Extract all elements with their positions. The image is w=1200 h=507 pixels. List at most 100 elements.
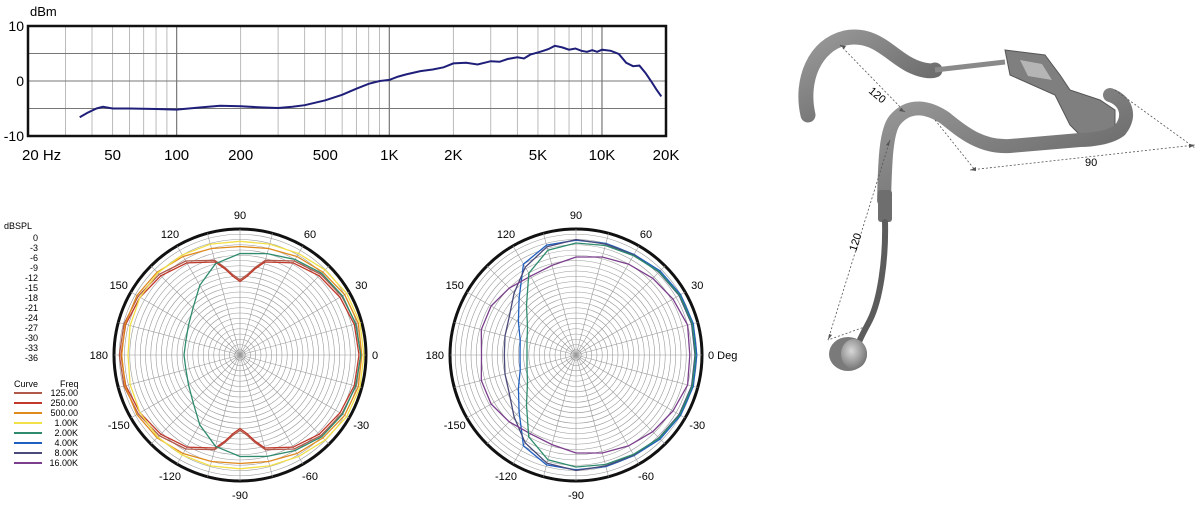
y-tick-label: -10 bbox=[4, 128, 24, 144]
polar-angle-label: 120 bbox=[161, 229, 179, 241]
polar-curve bbox=[183, 252, 362, 458]
headband-wire bbox=[934, 59, 1006, 73]
polar-chart-low: dBSPL 0-3-6-9-12-15-18-21-24-27-30-33-36… bbox=[0, 205, 401, 502]
y-tick-label: 0 bbox=[16, 73, 24, 89]
legend-label: 500.00 bbox=[50, 408, 78, 418]
polar-spoke bbox=[575, 245, 640, 356]
polar-spoke bbox=[130, 291, 241, 356]
radial-tick-label: -27 bbox=[25, 323, 38, 333]
polar-curve bbox=[118, 259, 362, 451]
polar-spoke bbox=[130, 354, 241, 419]
polar-curve bbox=[120, 261, 360, 449]
polar-grid bbox=[448, 227, 704, 483]
x-tick-label: 200 bbox=[228, 147, 253, 164]
polar-spoke bbox=[575, 354, 686, 419]
dimension-arrows bbox=[828, 45, 1195, 340]
polar-spoke bbox=[575, 354, 609, 477]
polar-spoke bbox=[207, 233, 241, 356]
polar-angle-label: 30 bbox=[355, 280, 367, 292]
polar-spoke bbox=[454, 354, 577, 388]
frequency-grid bbox=[28, 26, 666, 136]
x-tick-label: 20 Hz bbox=[22, 147, 61, 164]
polar-angle-label: -120 bbox=[495, 471, 517, 483]
radial-tick-label: -21 bbox=[25, 303, 38, 313]
polar-spoke bbox=[176, 354, 241, 465]
polar-angle-label: 150 bbox=[110, 280, 128, 292]
radial-tick-label: -6 bbox=[30, 253, 38, 263]
polar-spoke bbox=[575, 354, 640, 465]
x-tick-label: 50 bbox=[104, 147, 121, 164]
polar-angle-label: 90 bbox=[234, 210, 246, 222]
polar-angle-label: 150 bbox=[446, 280, 464, 292]
y-tick-labels: 100-10 bbox=[4, 18, 24, 144]
polar-angle-label: 60 bbox=[304, 229, 316, 241]
radial-tick-label: -24 bbox=[25, 313, 38, 323]
radial-tick-label: 0 bbox=[33, 233, 38, 243]
polar-angle-label: 180 bbox=[90, 350, 108, 362]
dimension-boom: 120 bbox=[847, 232, 864, 253]
polar-curve bbox=[121, 245, 363, 465]
polar-angle-label: -90 bbox=[568, 490, 584, 502]
polar-grid bbox=[112, 227, 368, 483]
polar-curve bbox=[127, 240, 365, 470]
polar-spoke bbox=[150, 265, 241, 356]
polar-low-svg: dBSPL 0-3-6-9-12-15-18-21-24-27-30-33-36… bbox=[4, 210, 401, 502]
dimension-ear-hook: 120 bbox=[866, 85, 888, 106]
polar-angle-label: -120 bbox=[159, 471, 181, 483]
polar-spoke bbox=[239, 322, 362, 356]
radial-tick-label: -30 bbox=[25, 333, 38, 343]
x-tick-label: 500 bbox=[313, 147, 338, 164]
legend-label: 16.00K bbox=[49, 458, 78, 468]
polar-angle-label: -150 bbox=[108, 420, 130, 432]
polar-spoke bbox=[118, 322, 241, 356]
polar-spoke bbox=[575, 354, 666, 445]
polar-spoke bbox=[486, 354, 577, 445]
legend-header-curve: Curve bbox=[14, 379, 38, 389]
polar-spoke bbox=[486, 265, 577, 356]
polar-spoke bbox=[575, 265, 666, 356]
adjuster-slider bbox=[1004, 49, 1116, 146]
x-tick-label: 100 bbox=[164, 147, 189, 164]
polar-angle-label: 30 bbox=[691, 280, 703, 292]
polar-spoke bbox=[239, 354, 350, 419]
response-curve bbox=[79, 44, 663, 119]
legend-label: 8.00K bbox=[54, 448, 78, 458]
polar-spoke bbox=[176, 245, 241, 356]
radial-tick-labels: 0-3-6-9-12-15-18-21-24-27-30-33-36 bbox=[25, 233, 38, 363]
polar-curve bbox=[480, 256, 691, 454]
polar-spoke bbox=[150, 354, 241, 445]
polar-spoke bbox=[239, 354, 330, 445]
radial-tick-label: -36 bbox=[25, 353, 38, 363]
polar-spoke bbox=[512, 245, 577, 356]
boom-connector bbox=[878, 190, 892, 222]
polar-angle-label: -60 bbox=[302, 471, 318, 483]
polar-angle-label: -30 bbox=[689, 420, 705, 432]
plot-frame bbox=[26, 24, 668, 138]
headset-drawing: 120 90 120 bbox=[798, 29, 1196, 371]
polar-curves bbox=[480, 238, 698, 472]
polar-angle-label: 90 bbox=[570, 210, 582, 222]
polar-spoke bbox=[512, 354, 577, 465]
polar-spoke bbox=[239, 265, 330, 356]
legend-label: 250.00 bbox=[50, 398, 78, 408]
legend-label: 2.00K bbox=[54, 428, 78, 438]
dimension-width: 90 bbox=[1085, 157, 1097, 169]
radial-tick-label: -15 bbox=[25, 283, 38, 293]
polar-spoke bbox=[239, 291, 350, 356]
legend-label: 4.00K bbox=[54, 438, 78, 448]
polar-spoke bbox=[466, 291, 577, 356]
polar-angle-label: -150 bbox=[444, 420, 466, 432]
polar-angle-label: 120 bbox=[497, 229, 515, 241]
legend-label: 125.00 bbox=[50, 388, 78, 398]
x-tick-label: 10K bbox=[589, 147, 616, 164]
polar-spoke bbox=[575, 322, 698, 356]
polar-spoke bbox=[118, 354, 241, 388]
polar-angle-label: 60 bbox=[640, 229, 652, 241]
x-tick-label: 1K bbox=[380, 147, 398, 164]
polar-angle-label: 0 Deg bbox=[708, 350, 737, 362]
polar-spoke bbox=[575, 291, 686, 356]
